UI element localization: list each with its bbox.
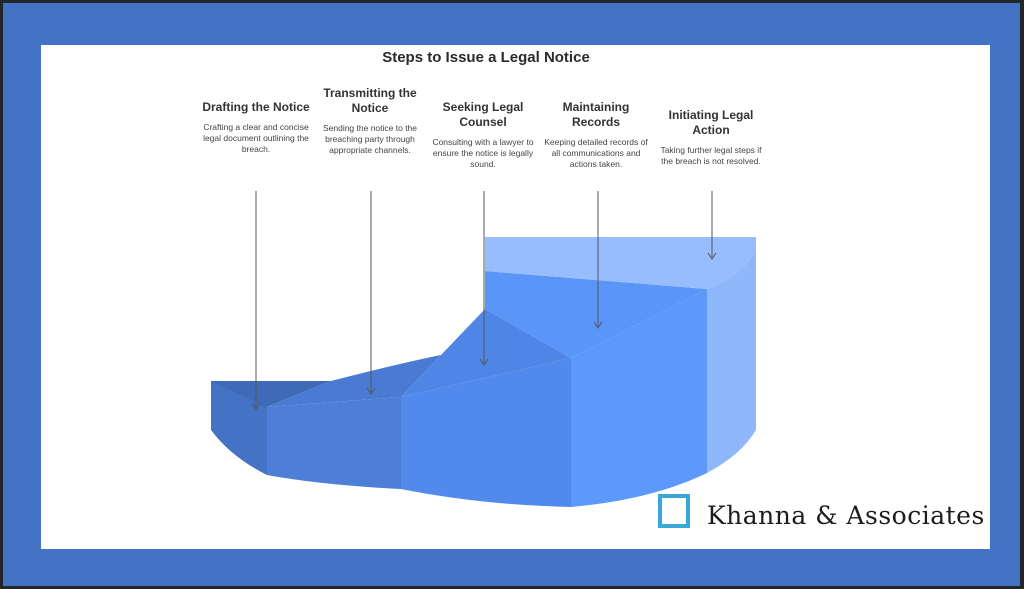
step-description: Keeping detailed records of all communic… (544, 137, 648, 169)
step-title: Maintaining Records (562, 100, 630, 129)
step-3-side (401, 358, 571, 507)
step-3-arrowhead (479, 358, 489, 366)
step-4-side (571, 289, 707, 507)
step-1-top (211, 381, 331, 407)
step-5-arrowhead (707, 252, 717, 260)
step-title: Seeking Legal Counsel (442, 100, 524, 129)
step-5-side (707, 250, 756, 473)
logo-square-icon (658, 494, 690, 528)
step-description: Sending the notice to the breaching part… (322, 123, 418, 155)
staircase-diagram (211, 191, 756, 507)
step-title: Transmitting the Notice (323, 86, 417, 115)
step-4-top (485, 271, 707, 358)
step-2-arrowhead (366, 387, 376, 395)
step-description: Consulting with a lawyer to ensure the n… (432, 137, 534, 169)
step-description: Crafting a clear and concise legal docum… (203, 122, 309, 154)
step-maintaining-records: Maintaining Records Keeping detailed rec… (541, 100, 651, 170)
outer-frame: Steps to Issue a Legal Notice Drafting t… (3, 3, 1020, 586)
step-1-arrowhead (251, 402, 261, 410)
step-transmitting: Transmitting the Notice Sending the noti… (315, 86, 425, 156)
step-2-top (267, 355, 441, 407)
step-4-arrowhead (593, 321, 603, 329)
diagram-title: Steps to Issue a Legal Notice (382, 49, 590, 66)
step-initiating-action: Initiating Legal Action Taking further l… (656, 108, 766, 167)
logo-text: Khanna & Associates (707, 501, 985, 530)
step-drafting: Drafting the Notice Crafting a clear and… (201, 100, 311, 155)
step-description: Taking further legal steps if the breach… (660, 145, 762, 166)
step-5-top (485, 237, 756, 289)
step-seeking-counsel: Seeking Legal Counsel Consulting with a … (428, 100, 538, 170)
step-2-side (267, 397, 401, 489)
diagram-card: Steps to Issue a Legal Notice Drafting t… (41, 45, 990, 549)
step-3-top (401, 309, 571, 397)
step-title: Drafting the Notice (202, 100, 310, 114)
step-title: Initiating Legal Action (668, 108, 754, 137)
